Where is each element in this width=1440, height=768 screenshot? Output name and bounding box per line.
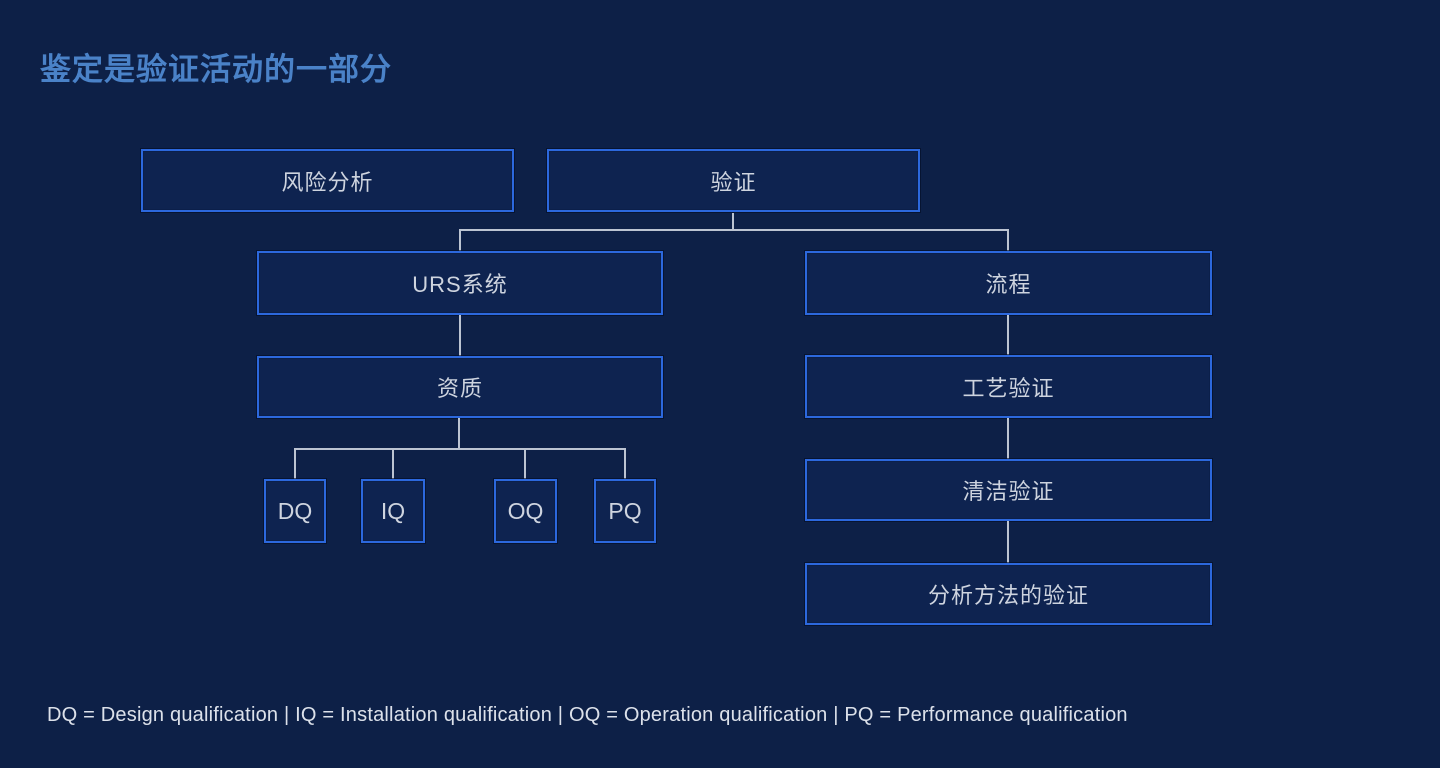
node-urs-system: URS系统: [257, 251, 663, 315]
connector-drop-process: [1007, 229, 1009, 251]
connector-validation-branch: [459, 229, 1009, 231]
node-process-validation-label: 工艺验证: [962, 375, 1055, 401]
node-process-validation: 工艺验证: [805, 355, 1212, 418]
node-validation-label: 验证: [710, 169, 757, 195]
node-cleaning-validation-label: 清洁验证: [962, 479, 1055, 504]
node-iq-label: IQ: [380, 497, 406, 524]
node-pq-label: PQ: [608, 497, 642, 524]
node-qualification: 资质: [257, 356, 663, 418]
connector-validation-stem: [732, 213, 734, 229]
connector-process-processvalidation: [1007, 315, 1009, 355]
connector-processvalidation-cleaning: [1007, 418, 1009, 459]
node-process-label: 流程: [985, 272, 1032, 297]
slide-title: 鉴定是验证活动的一部分: [40, 52, 392, 87]
node-pq: PQ: [594, 479, 656, 543]
node-analytical-method-validation-label: 分析方法的验证: [927, 583, 1089, 608]
connector-urs-qualification: [459, 315, 461, 356]
connector-drop-oq: [524, 448, 526, 479]
connector-qualification-branch: [294, 448, 626, 450]
node-iq: IQ: [361, 479, 425, 543]
node-cleaning-validation: 清洁验证: [805, 459, 1212, 521]
node-risk-analysis-label: 风险分析: [281, 169, 374, 195]
node-analytical-method-validation: 分析方法的验证: [805, 563, 1212, 625]
legend-text: DQ = Design qualification | IQ = Install…: [47, 704, 1128, 726]
connector-drop-iq: [392, 448, 394, 479]
node-oq-label: OQ: [507, 497, 544, 524]
connector-drop-dq: [294, 448, 296, 479]
node-process: 流程: [805, 251, 1212, 315]
node-urs-system-label: URS系统: [412, 272, 508, 297]
connector-drop-urs: [459, 229, 461, 251]
node-dq: DQ: [264, 479, 326, 543]
node-oq: OQ: [494, 479, 557, 543]
node-dq-label: DQ: [277, 497, 313, 524]
connector-cleaning-analytical: [1007, 521, 1009, 563]
connector-qualification-stem: [458, 418, 460, 449]
node-qualification-label: 资质: [436, 376, 483, 401]
node-validation: 验证: [547, 149, 920, 212]
connector-drop-pq: [624, 448, 626, 479]
node-risk-analysis: 风险分析: [141, 149, 514, 212]
